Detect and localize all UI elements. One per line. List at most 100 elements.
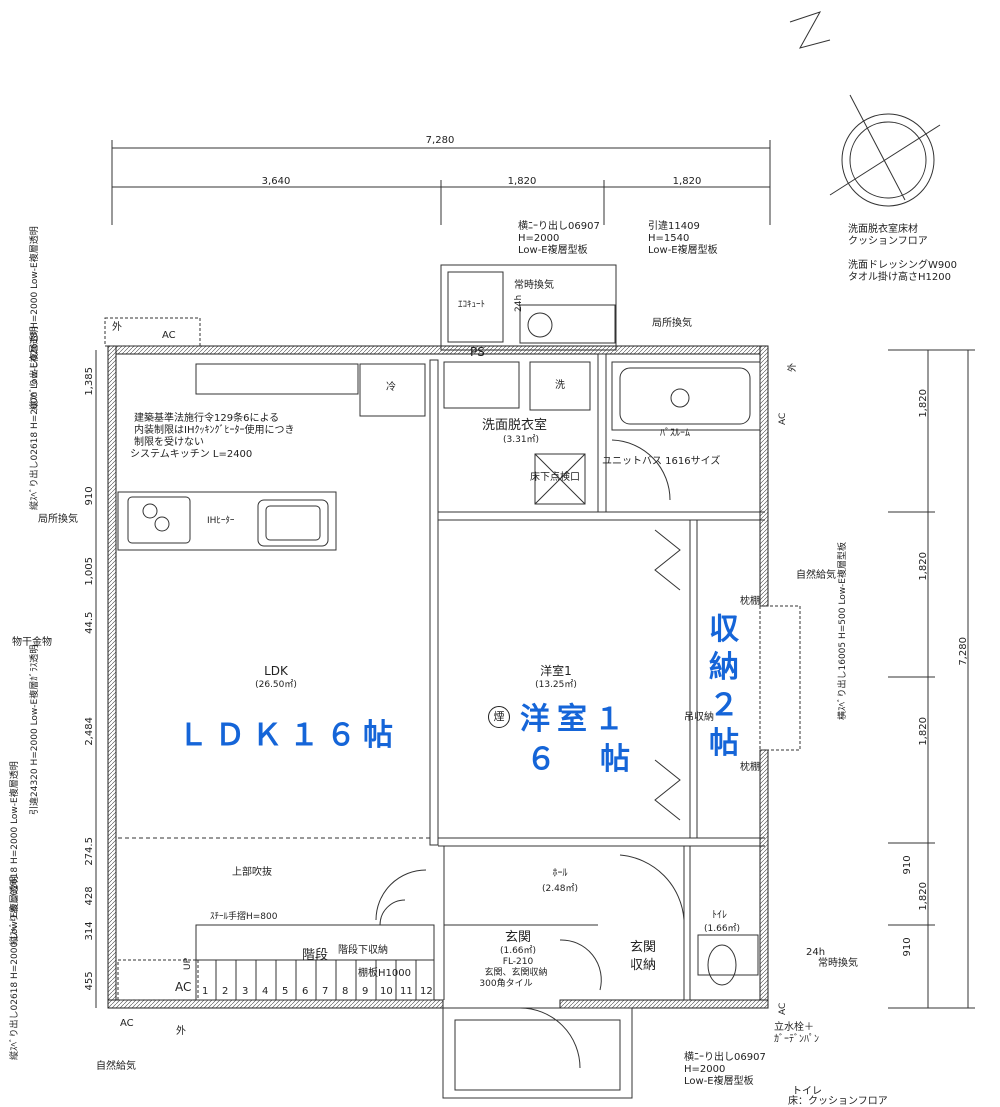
note-washroom-floor: 洗面脱衣室床材: [848, 224, 918, 235]
window-top-left-glass: Low-E複層型板: [518, 245, 588, 256]
dim-left-6: 274.5: [84, 837, 95, 866]
dim-left-4: 44.5: [84, 611, 95, 634]
label-shelf: 棚板H1000: [358, 968, 411, 979]
dim-top-seg-3: 1,820: [672, 176, 702, 187]
label-faucet-1: 立水栓＋: [774, 1022, 814, 1033]
label-ac-5: AC: [778, 1002, 788, 1015]
label-outside-1: 外: [112, 322, 122, 333]
label-upper-void: 上部吹抜: [232, 867, 272, 878]
label-pillow-shelf-2: 枕棚: [740, 762, 760, 773]
label-underfloor-inspection: 床下点検口: [530, 472, 580, 483]
room-storage2-big-4: 帖: [709, 726, 739, 761]
room-washroom-name: 洗面脱衣室: [482, 418, 548, 433]
room-bath-unit: ユニットバス 1616サイズ: [602, 456, 721, 467]
label-natural-air-right: 自然給気: [796, 570, 836, 581]
stair-number-12: 12: [420, 986, 433, 997]
stair-number-8: 8: [342, 986, 349, 997]
smoke-detector-icon: 煙: [488, 706, 510, 728]
dim-left-9: 455: [84, 971, 95, 991]
room-western1-name: 洋室1: [540, 664, 572, 678]
stair-number-5: 5: [282, 986, 289, 997]
room-entrance-note-2: 300角タイル: [479, 979, 533, 989]
dim-right-sub: 1,820: [918, 882, 929, 911]
label-toilet-24h: 24h: [806, 947, 826, 958]
label-pillow-shelf-1: 枕棚: [740, 596, 760, 607]
label-dryer-hardware: 物干金物: [12, 637, 52, 648]
room-washroom-area: (3.31㎡): [503, 435, 540, 445]
stair-number-11: 11: [400, 986, 413, 997]
label-toilet-vent: 常時換気: [818, 958, 858, 969]
note-system-kitchen: システムキッチン L=2400: [130, 449, 253, 460]
dim-right-seg-3: 1,820: [918, 717, 929, 746]
stair-number-6: 6: [302, 986, 309, 997]
room-ldk-big-label: ＬＤＫ１６帖: [178, 718, 400, 753]
label-ac-1: AC: [162, 330, 176, 341]
note-towel: タオル掛け高さH1200: [848, 272, 951, 283]
label-ecocute: ｴｺｷｭｰﾄ: [458, 300, 486, 310]
window-top-right-type: 引違11409: [648, 221, 700, 232]
label-up: UP: [183, 957, 193, 970]
room-entrance-storage-2: 収納: [630, 958, 657, 973]
window-bottom-type: 横ﾆｰり出し06907: [684, 1052, 766, 1063]
stair-number-4: 4: [262, 986, 269, 997]
label-24h-top: 24h: [514, 294, 524, 312]
dim-top-total: 7,280: [425, 135, 455, 146]
note-washroom-floor-material: クッションフロア: [848, 236, 928, 247]
window-top-right-glass: Low-E複層型板: [648, 245, 718, 256]
window-right-1: 横ｽﾍﾞり出し16005 H=500 Low-E複層型板: [838, 542, 848, 720]
label-washer: 洗: [555, 380, 565, 391]
dim-right-total: 7,280: [958, 637, 969, 666]
stair-number-2: 2: [222, 986, 229, 997]
window-left-3: 引違24320 H=2000 Low-E複層ｶﾞﾗｽ透明: [30, 644, 40, 815]
label-ih-heater: IHﾋｰﾀｰ: [207, 516, 235, 526]
room-bath-name: ﾊﾞｽﾙｰﾑ: [660, 428, 690, 439]
room-western1-big-label-2: ６ 帖: [526, 742, 637, 777]
dim-right-seg-4: 910: [902, 855, 913, 875]
room-storage2-big-3: ２: [709, 688, 739, 723]
window-left-5: 縦ｽﾍﾞり出し02618 H=2000 Low-E複層透明: [10, 876, 20, 1060]
note-toilet-floor-1: トイレ: [792, 1086, 822, 1097]
dim-left-1: 1,385: [84, 367, 95, 396]
window-bottom-height: H=2000: [684, 1064, 726, 1075]
dim-right-seg-5: 910: [902, 937, 913, 957]
label-hanger-storage: 吊収納: [684, 712, 714, 723]
stair-number-1: 1: [202, 986, 209, 997]
label-local-vent-top: 局所換気: [652, 318, 692, 329]
dim-left-8: 314: [84, 921, 95, 941]
label-handrail: ｽﾁｰﾙ手摺H=800: [210, 912, 278, 922]
room-hall-area: (2.48㎡): [541, 884, 579, 894]
stair-number-3: 3: [242, 986, 249, 997]
stair-number-10: 10: [380, 986, 393, 997]
dim-left-7: 428: [84, 886, 95, 906]
room-storage2-big-2: 納: [709, 650, 739, 685]
room-ldk-name: LDK: [264, 664, 288, 678]
label-constant-vent-top: 常時換気: [514, 280, 554, 291]
label-under-stairs-storage: 階段下収納: [338, 945, 388, 956]
note-dressing: 洗面ドレッシングW900: [848, 260, 957, 271]
room-entrance-name: 玄関: [504, 930, 532, 945]
room-entrance-area: (1.66㎡): [499, 946, 537, 956]
dim-left-2: 910: [84, 486, 95, 506]
stair-number-7: 7: [322, 986, 329, 997]
room-toilet-area: (1.66㎡): [704, 924, 741, 934]
note-building-law-3: 制限を受けない: [134, 437, 204, 448]
label-fridge: 冷: [386, 382, 396, 393]
label-ac-3: AC: [175, 980, 192, 994]
label-ac-2: AC: [778, 412, 788, 425]
dim-right-seg-1: 1,820: [918, 389, 929, 418]
room-entrance-storage-1: 玄関: [630, 940, 657, 955]
room-ldk-area: (26.50㎡): [255, 680, 297, 690]
note-building-law-2: 内装制限はIHｸｯｷﾝｸﾞﾋｰﾀｰ使用につき: [134, 425, 295, 436]
room-western1-area: (13.25㎡): [535, 680, 577, 690]
dim-top-seg-2: 1,820: [507, 176, 537, 187]
window-top-right-height: H=1540: [648, 233, 690, 244]
room-hall-name: ﾎｰﾙ: [552, 868, 568, 879]
window-top-left-type: 横ﾆｰり出し06907: [518, 221, 600, 232]
note-building-law-1: 建築基準法施行令129条6による: [134, 413, 280, 424]
window-left-2: 縦ｽﾍﾞり出し02618 H=2000 Low-E複層透明: [30, 326, 40, 510]
window-top-left-height: H=2000: [518, 233, 560, 244]
label-ac-4: AC: [120, 1018, 134, 1029]
dim-left-5: 2,484: [84, 717, 95, 746]
stair-number-9: 9: [362, 986, 369, 997]
